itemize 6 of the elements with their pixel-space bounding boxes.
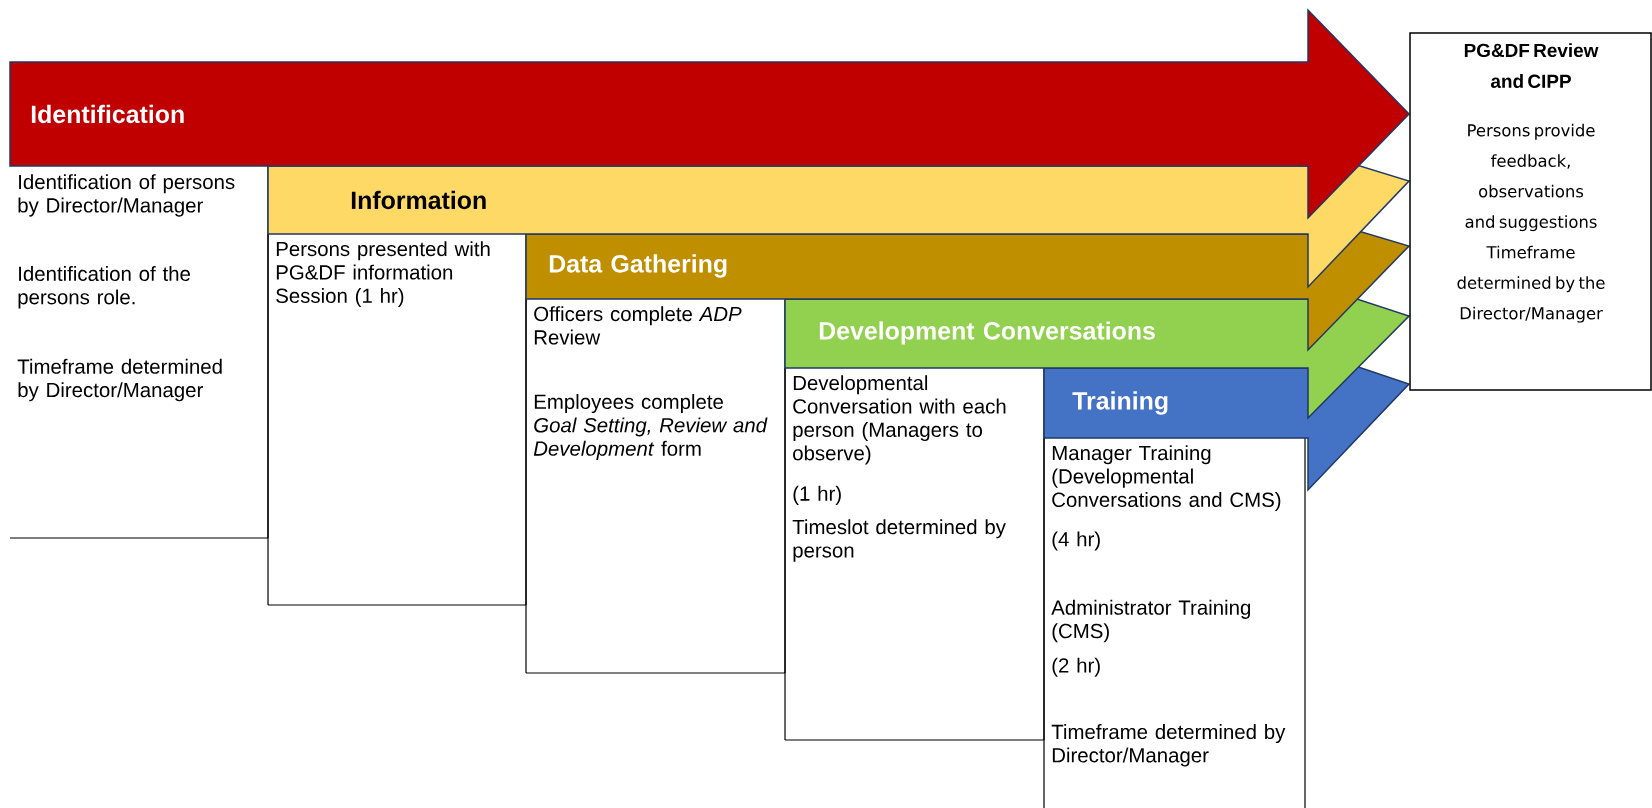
description-box: Persons presented with PG&DF information Session (1 hr) [267, 233, 527, 606]
description-box: Identification of persons by Director/Manager Identification of the persons role. Timeframe determined by Director/Manager [9, 165, 269, 539]
description-box: Developmental Conversation with each person (Managers to observe) (1 hr) Timeslot determined by person [784, 367, 1045, 741]
review-box: PG&DF Review and CIPP Persons provide feedback, observations and suggestions Timeframe determined by the Director/Manager [1409, 32, 1652, 391]
description-box: Manager Training (Developmental Conversations and CMS) (4 hr) Administrator Training (CMS) (2 hr) Timeframe determined by Director/Manager [1043, 437, 1306, 808]
description-box: Officers complete ADP Review Employees complete Goal Setting, Review and Development form [525, 298, 786, 674]
